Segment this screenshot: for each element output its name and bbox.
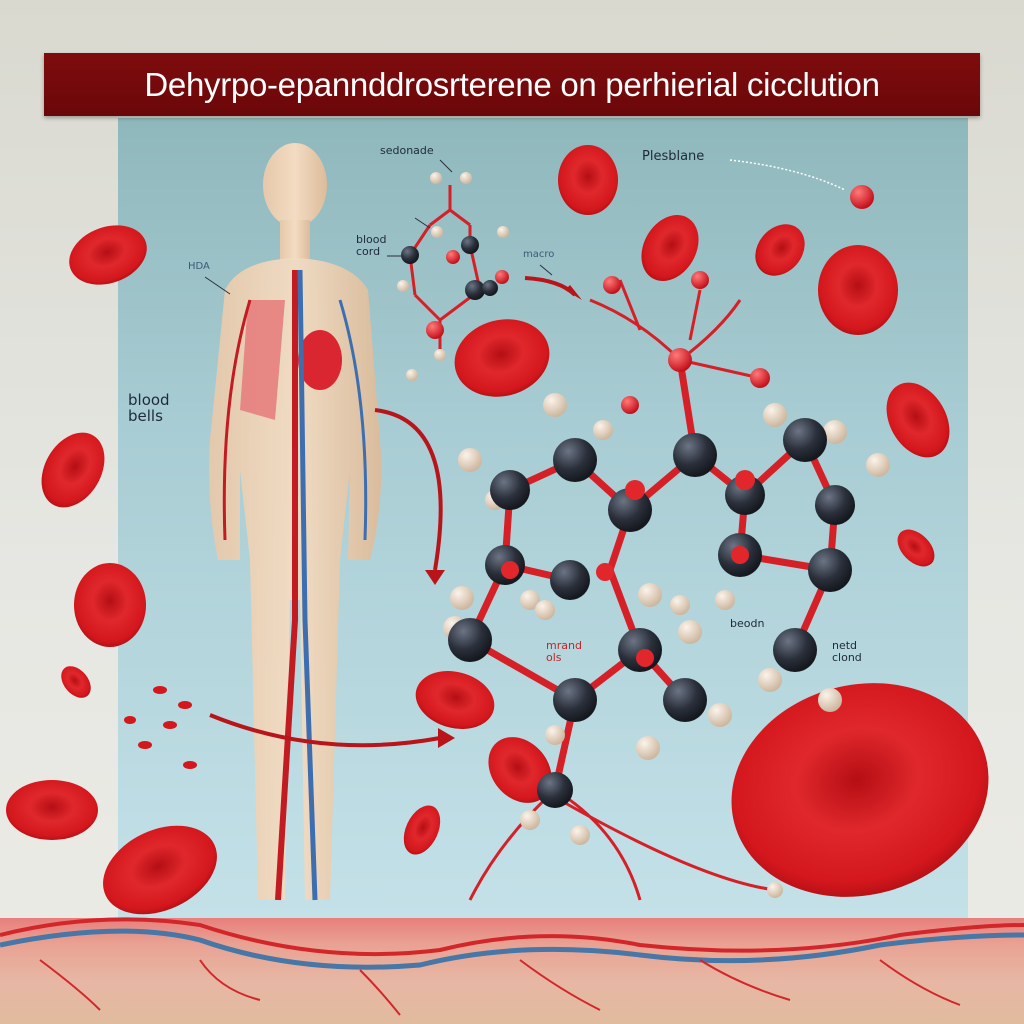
label-leader-lines [204, 159, 553, 295]
label-blood-cord: blood cord [356, 234, 386, 257]
title-banner: Dehyrpo-epannddrosrterene on perhierial … [44, 53, 980, 116]
red-blood-cells [6, 145, 989, 915]
large-molecule [443, 185, 890, 901]
label-macro: macro [523, 249, 555, 260]
label-beodn: beodn [730, 617, 765, 630]
label-mrand-ols-line1: mrand [546, 639, 582, 652]
label-hda: HDA [188, 261, 210, 272]
label-plesblane: Plesblane [642, 149, 705, 164]
label-sedonade: sedonade [380, 144, 434, 157]
label-blood-bells: blood bells [128, 391, 170, 425]
label-mrand-ols-line2: ols [546, 650, 562, 664]
diagram-title: Dehyrpo-epannddrosrterene on perhierial … [144, 65, 880, 103]
label-netd-clond-line1: netd [832, 639, 858, 652]
label-blood-bells-line1: blood [128, 391, 170, 409]
label-netd-clond: netd clond [832, 640, 862, 663]
label-blood-cord-line2: cord [356, 244, 381, 258]
label-blood-cord-line1: blood [356, 233, 387, 246]
label-netd-clond-line2: clond [832, 650, 862, 664]
human-figure [209, 143, 382, 901]
label-mrand-ols: mrand ols [546, 640, 582, 663]
label-blood-bells-line2: bells [128, 406, 163, 425]
small-molecule [397, 172, 509, 381]
